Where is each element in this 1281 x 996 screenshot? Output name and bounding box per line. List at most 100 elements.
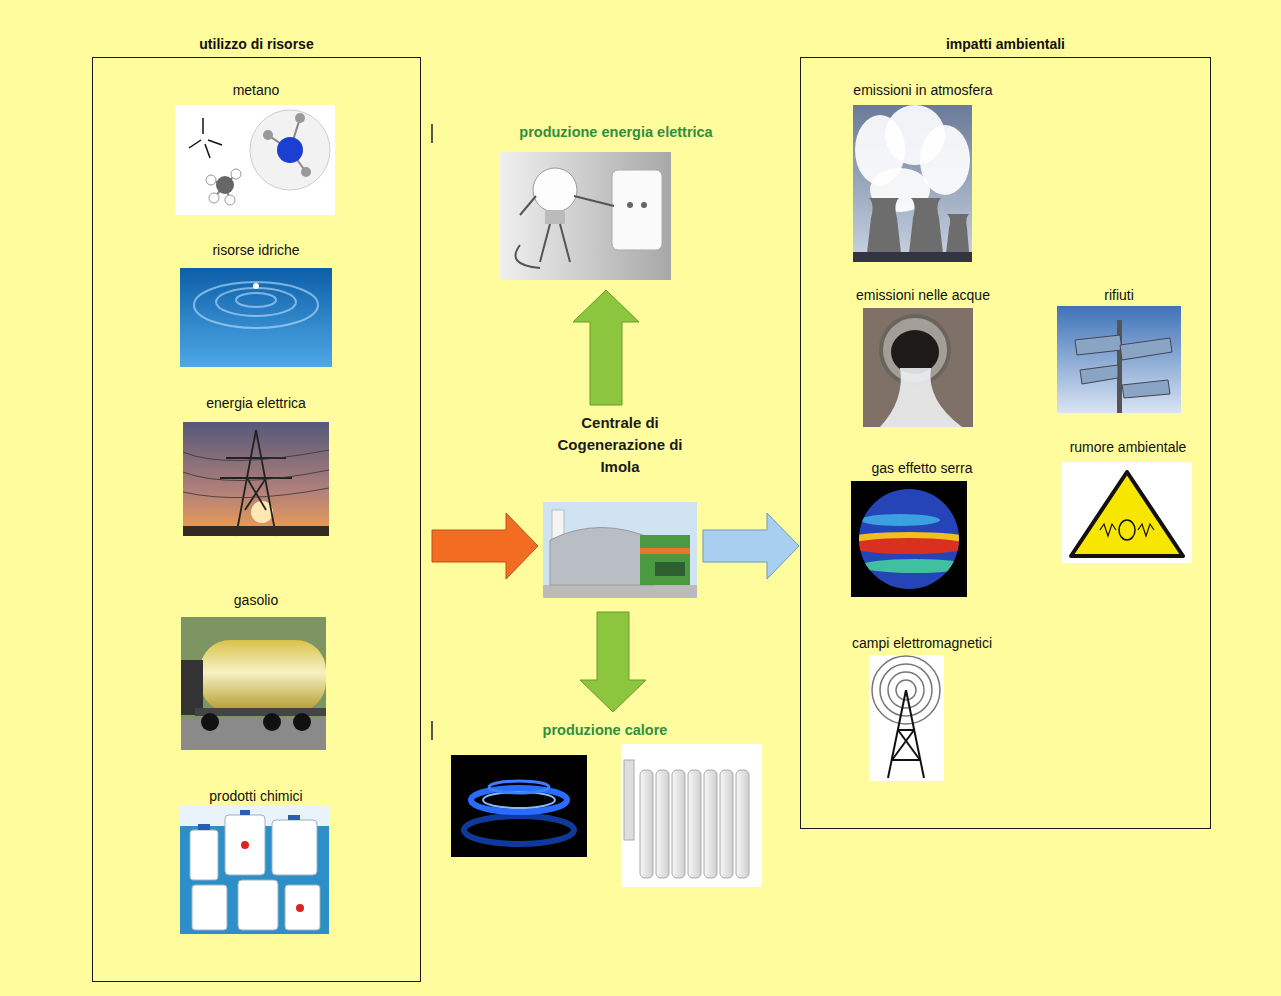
antenna-picture xyxy=(898,729,914,731)
impact-item: gas effetto serra xyxy=(845,460,999,599)
resource-item: gasolio xyxy=(170,592,342,752)
resource-item: metano xyxy=(170,82,342,218)
radiator-picture xyxy=(656,770,669,878)
chemicals-picture xyxy=(296,904,304,912)
region-title: impatti ambientali xyxy=(781,36,1230,53)
chemicals-picture xyxy=(241,841,249,849)
chemicals-picture xyxy=(192,885,227,930)
light-bulb-picture xyxy=(520,196,536,215)
light-bulb-picture xyxy=(560,224,570,262)
power-plant-picture xyxy=(543,502,697,598)
power-line-picture xyxy=(183,450,329,498)
methane-picture xyxy=(295,113,305,123)
impact-item: rumore ambientale xyxy=(1052,439,1204,565)
methane-picture xyxy=(216,176,234,194)
power-line-picture xyxy=(183,450,329,461)
chemicals-picture xyxy=(225,815,265,875)
chemicals-picture xyxy=(198,824,210,830)
power-plant-picture xyxy=(640,548,690,554)
tanker-picture xyxy=(181,617,326,750)
signpost-picture xyxy=(1075,335,1172,398)
signpost-picture xyxy=(1122,380,1170,398)
radiator-picture xyxy=(640,770,749,878)
methane-picture xyxy=(205,144,210,158)
radiator-picture xyxy=(688,770,701,878)
radiator-picture xyxy=(704,770,717,878)
light-bulb-picture xyxy=(516,245,541,268)
tanker-picture xyxy=(263,713,281,731)
item-caption: campi elettromagnetici xyxy=(828,635,1016,652)
region-title: utilizzo di risorse xyxy=(73,36,440,53)
signpost-picture xyxy=(1057,306,1181,413)
methane-picture xyxy=(250,110,330,190)
flow-arrow xyxy=(432,513,538,579)
impact-item: emissioni in atmosfera xyxy=(840,82,1006,264)
power-plant-picture xyxy=(640,535,690,585)
power-line-picture xyxy=(245,478,266,510)
globe-picture xyxy=(849,514,970,573)
antenna-picture xyxy=(898,730,920,760)
power-line-picture xyxy=(183,422,329,536)
light-bulb-picture xyxy=(574,196,614,206)
methane-picture xyxy=(209,193,219,203)
region-box: impatti ambientaliemissioni in atmosfera… xyxy=(800,57,1211,829)
flow-arrow xyxy=(703,513,799,579)
methane-picture xyxy=(225,195,235,205)
impact-item: emissioni nelle acque xyxy=(845,287,1001,429)
water-picture xyxy=(180,268,332,367)
antenna-picture xyxy=(892,730,914,760)
resource-item: energia elettrica xyxy=(170,395,342,538)
methane-picture xyxy=(189,140,201,148)
antenna-picture xyxy=(869,655,944,781)
gas-flame-picture xyxy=(464,816,574,844)
chemicals-picture xyxy=(288,815,300,820)
methane-picture xyxy=(301,167,311,177)
impact-item: campi elettromagnetici xyxy=(826,635,1018,783)
gas-flame-picture xyxy=(451,755,587,857)
antenna-picture xyxy=(888,690,906,778)
methane-picture xyxy=(206,175,216,185)
flow-arrow xyxy=(573,290,639,405)
noise-warning-picture xyxy=(1071,472,1183,556)
plant-name: Centrale di Cogenerazione di Imola xyxy=(550,412,690,478)
methane-picture xyxy=(189,118,222,158)
antenna-picture xyxy=(892,759,920,761)
methane-picture xyxy=(263,130,273,140)
tanker-picture xyxy=(181,617,326,750)
methane-picture xyxy=(277,137,303,163)
radiator-picture xyxy=(720,770,733,878)
noise-warning-picture xyxy=(1138,524,1154,536)
chemicals-picture xyxy=(190,830,218,880)
power-line-picture xyxy=(256,430,276,536)
item-caption: metano xyxy=(172,82,340,99)
antenna-picture xyxy=(888,690,924,778)
item-caption: risorse idriche xyxy=(172,242,340,259)
methane-picture xyxy=(175,105,335,215)
methane-picture xyxy=(231,169,241,179)
radiator-picture xyxy=(672,770,685,878)
chemicals-picture xyxy=(285,885,320,930)
methane-picture xyxy=(268,118,306,172)
pointer-ticks xyxy=(431,124,433,740)
radiator-picture xyxy=(640,770,653,878)
gas-flame-picture xyxy=(489,781,549,793)
noise-warning-picture xyxy=(1062,462,1192,563)
water-picture xyxy=(216,288,296,316)
chemicals-picture xyxy=(180,806,329,934)
radiator-picture xyxy=(624,760,634,840)
water-picture xyxy=(194,282,318,328)
impact-item: rifiuti xyxy=(1050,287,1188,415)
item-caption: emissioni nelle acque xyxy=(847,287,999,304)
power-plant-picture xyxy=(550,528,655,586)
globe-picture xyxy=(860,559,970,573)
power-line-picture xyxy=(183,422,329,536)
chemicals-picture xyxy=(272,820,317,875)
power-line-picture xyxy=(183,526,329,536)
power-line-picture xyxy=(183,470,329,481)
water-picture xyxy=(253,283,259,289)
item-caption: emissioni in atmosfera xyxy=(842,82,1004,99)
pointer-ticks xyxy=(431,721,433,740)
